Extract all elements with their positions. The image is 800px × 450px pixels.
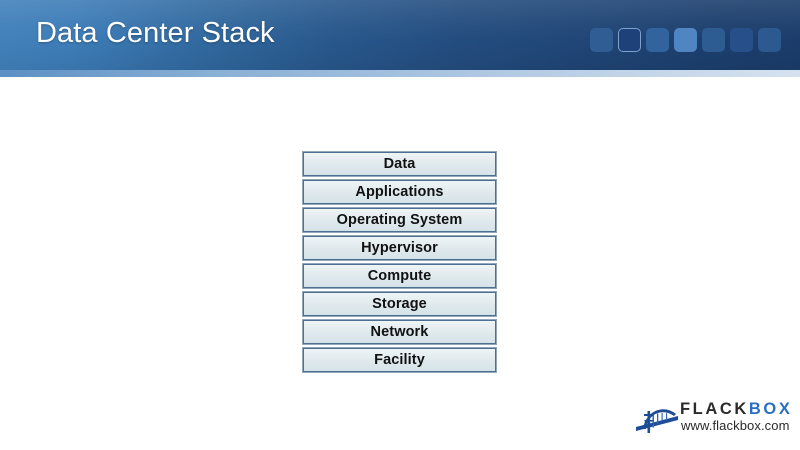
deco-square-7: [758, 28, 781, 52]
stack-layer-label: Data: [383, 155, 416, 172]
stack-layer-operating-system: Operating System: [302, 207, 497, 233]
stack-layer-applications: Applications: [302, 179, 497, 205]
bridge-icon: [634, 400, 682, 434]
stack-layer-network: Network: [302, 319, 497, 345]
logo-word-box: BOX: [748, 400, 793, 418]
stack-layer-label: Hypervisor: [361, 239, 438, 256]
header-underline-strip: [0, 70, 800, 77]
slide-header-banner: Data Center Stack: [0, 0, 800, 70]
stack-layer-label: Facility: [374, 351, 425, 368]
stack-layer-storage: Storage: [302, 291, 497, 317]
logo-wordmark: FLACKBOX: [680, 401, 792, 418]
stack-layer-label: Storage: [372, 295, 427, 312]
deco-square-3: [646, 28, 669, 52]
stack-layer-facility: Facility: [302, 347, 497, 373]
deco-square-4: [674, 28, 697, 52]
data-center-stack-diagram: Data Applications Operating System Hyper…: [302, 151, 497, 373]
logo-word-flack: FLACK: [680, 400, 749, 418]
stack-layer-data: Data: [302, 151, 497, 177]
flackbox-logo: FLACKBOX www.flackbox.com: [634, 398, 790, 438]
deco-square-1: [590, 28, 613, 52]
deco-square-2: [618, 28, 641, 52]
stack-layer-label: Compute: [367, 267, 432, 284]
deco-square-6: [730, 28, 753, 52]
stack-layer-compute: Compute: [302, 263, 497, 289]
deco-square-5: [702, 28, 725, 52]
stack-layer-hypervisor: Hypervisor: [302, 235, 497, 261]
page-title: Data Center Stack: [36, 17, 275, 49]
stack-layer-label: Applications: [355, 183, 444, 200]
header-decoration-squares: [590, 28, 790, 52]
stack-layer-label: Network: [370, 323, 429, 340]
logo-url: www.flackbox.com: [681, 418, 790, 433]
stack-layer-label: Operating System: [336, 211, 463, 228]
